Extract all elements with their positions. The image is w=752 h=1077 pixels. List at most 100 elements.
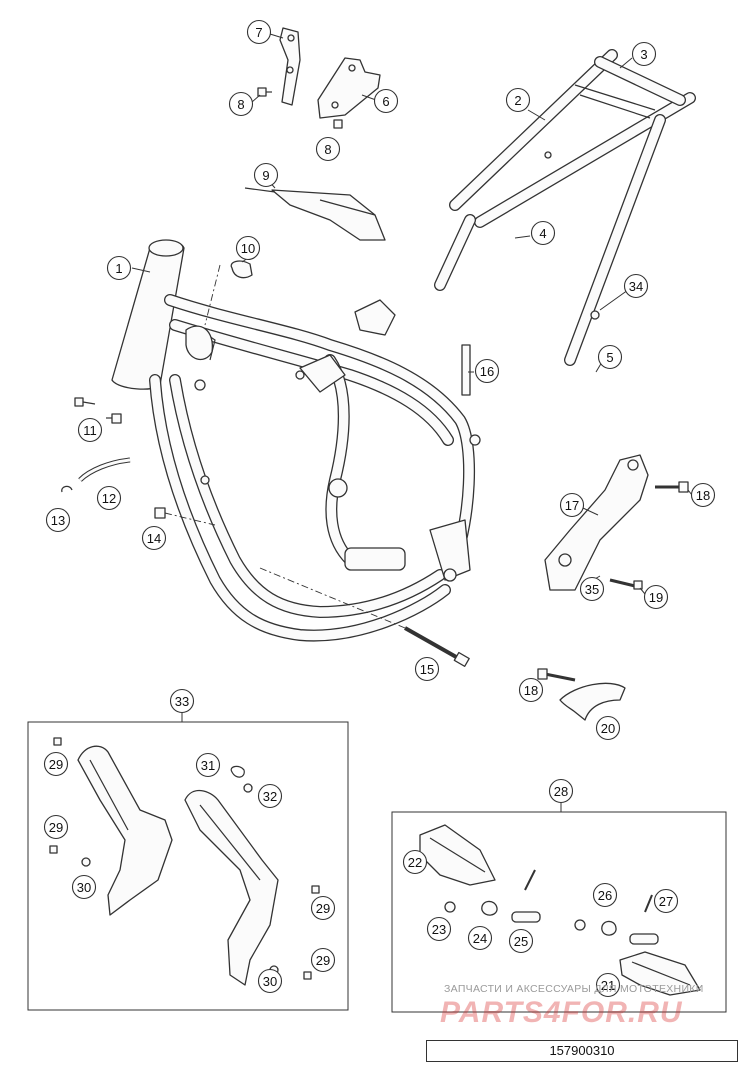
screw-8 [257,87,343,129]
callout-10: 10 [235,235,261,261]
callout-circle [592,882,618,908]
callout-circle [595,715,621,741]
callout-label: 3 [640,47,647,62]
callout-circle [631,41,657,67]
screw-19 [609,578,643,590]
callout-label: 17 [565,498,579,513]
callout-label: 10 [241,241,255,256]
main-frame [111,239,481,642]
callout-circle [315,136,341,162]
callout-circle [690,482,716,508]
callout-circle [310,947,336,973]
callout-label: 25 [514,934,528,949]
callout-circle [246,19,272,45]
callout-24: 24 [467,925,493,951]
callout-34: 34 [623,273,649,299]
callout-label: 31 [201,758,215,773]
callout-29: 29 [43,814,69,840]
callout-circle [71,874,97,900]
callout-circle [43,814,69,840]
callout-20: 20 [595,715,621,741]
callout-33: 33 [169,688,195,714]
drawing-code: 157900310 [549,1043,615,1058]
callout-circle [106,255,132,281]
callout-circle [426,916,452,942]
callout-32: 32 [257,783,283,809]
callout-circle [595,972,621,998]
callout-label: 20 [601,721,615,736]
callout-label: 15 [420,662,434,677]
callout-circle [235,235,261,261]
callout-label: 23 [432,922,446,937]
callout-label: 32 [263,789,277,804]
callout-6: 6 [373,88,399,114]
callout-label: 5 [606,350,613,365]
callout-35: 35 [579,576,605,602]
callout-label: 8 [237,97,244,112]
callout-label: 21 [601,978,615,993]
callout-circle [505,87,531,113]
callout-circle [141,525,167,551]
callout-13: 13 [45,507,71,533]
callout-label: 33 [175,694,189,709]
callout-9: 9 [253,162,279,188]
callout-circle [414,656,440,682]
bracket-6 [317,57,381,119]
callout-circle [559,492,585,518]
callout-25: 25 [508,928,534,954]
callout-label: 29 [49,757,63,772]
callout-18: 18 [518,677,544,703]
callout-21: 21 [595,972,621,998]
callout-circle [169,688,195,714]
callout-circle [77,417,103,443]
callout-31: 31 [195,752,221,778]
callout-circle [373,88,399,114]
callout-18: 18 [690,482,716,508]
watermark-caption: ЗАПЧАСТИ И АКСЕССУАРЫ ДЛЯ МОТОТЕХНИКИ [444,983,704,995]
callout-11: 11 [77,417,103,443]
strap-16 [461,344,471,396]
callout-label: 29 [49,820,63,835]
callout-circle [467,925,493,951]
callout-label: 2 [514,93,521,108]
clamp-13 [61,485,73,493]
callout-label: 27 [659,894,673,909]
callout-circle [43,751,69,777]
footrest-21 [619,951,701,996]
slider-20 [559,682,626,721]
callout-circle [45,507,71,533]
callout-label: 30 [263,974,277,989]
drawing-code-box: 157900310 [426,1040,738,1062]
callout-circle [623,273,649,299]
callout-4: 4 [530,220,556,246]
callout-28: 28 [548,778,574,804]
callout-12: 12 [96,485,122,511]
callout-7: 7 [246,19,272,45]
callout-15: 15 [414,656,440,682]
protector-hardware [49,737,320,980]
callout-label: 30 [77,880,91,895]
frame-protector-right [184,789,279,986]
callout-14: 14 [141,525,167,551]
callout-30: 30 [71,874,97,900]
callout-label: 26 [598,888,612,903]
callout-19: 19 [643,584,669,610]
callout-label: 8 [324,142,331,157]
callout-26: 26 [592,882,618,908]
callout-circle [402,849,428,875]
callout-circle [474,358,500,384]
footrest-bracket-17 [544,454,649,591]
footrest-hardware [444,869,659,945]
nut-14 [154,507,216,526]
callout-label: 4 [539,226,546,241]
callout-circle [548,778,574,804]
callout-1: 1 [106,255,132,281]
watermark-logo: PARTS4FOR.RU [440,996,683,1029]
callout-label: 16 [480,364,494,379]
callout-circle [228,91,254,117]
callout-29: 29 [43,751,69,777]
callout-2: 2 [505,87,531,113]
callout-label: 35 [585,582,599,597]
callout-circle [310,895,336,921]
